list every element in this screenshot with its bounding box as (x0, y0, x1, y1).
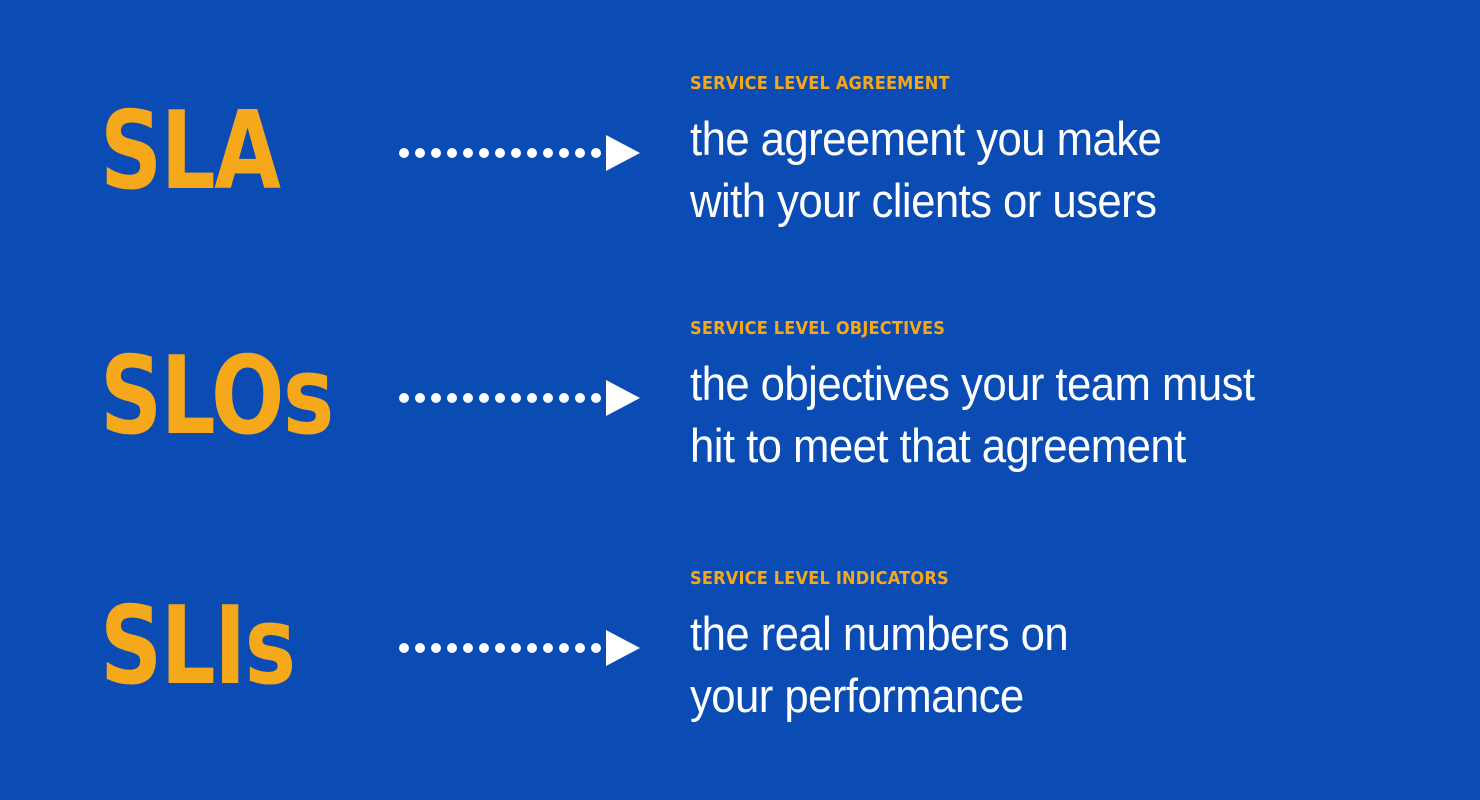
definition-row-sla: SLA (0, 60, 1480, 245)
acronym-cell-slos: SLOs (100, 305, 391, 490)
definition-row-slis: SLIs (0, 555, 1480, 740)
eyebrow-label-slos: SERVICE LEVEL OBJECTIVES (690, 318, 946, 339)
eyebrow-label-slis: SERVICE LEVEL INDICATORS (690, 568, 949, 589)
dotted-arrow-right-icon (399, 379, 640, 416)
arrow-cell-sla (398, 60, 642, 245)
definition-line-2-slos: hit to meet that agreement (690, 419, 1186, 472)
eyebrow-label-sla: SERVICE LEVEL AGREEMENT (690, 73, 950, 94)
definition-line-1-slis: the real numbers on (690, 607, 1069, 660)
text-cell-sla: SERVICE LEVEL AGREEMENT the agreement yo… (690, 60, 1197, 245)
arrow-cell-slos (398, 305, 642, 490)
acronym-cell-slis: SLIs (100, 555, 343, 740)
definition-line-2-sla: with your clients or users (690, 174, 1157, 227)
dotted-arrow-right-icon (399, 629, 640, 666)
definition-row-slos: SLOs (0, 305, 1480, 490)
text-cell-slis: SERVICE LEVEL INDICATORS the real number… (690, 555, 1097, 740)
definition-line-1-slos: the objectives your team must (690, 357, 1255, 410)
definition-line-2-slis: your performance (690, 669, 1024, 722)
acronym-sla: SLA (100, 89, 281, 215)
acronym-slis: SLIs (100, 584, 296, 710)
acronym-cell-sla: SLA (100, 60, 324, 245)
acronym-slos: SLOs (100, 334, 334, 460)
text-cell-slos: SERVICE LEVEL OBJECTIVES the objectives … (690, 305, 1297, 490)
arrow-cell-slis (398, 555, 642, 740)
dotted-arrow-right-icon (399, 134, 640, 171)
definition-line-1-sla: the agreement you make (690, 112, 1162, 165)
